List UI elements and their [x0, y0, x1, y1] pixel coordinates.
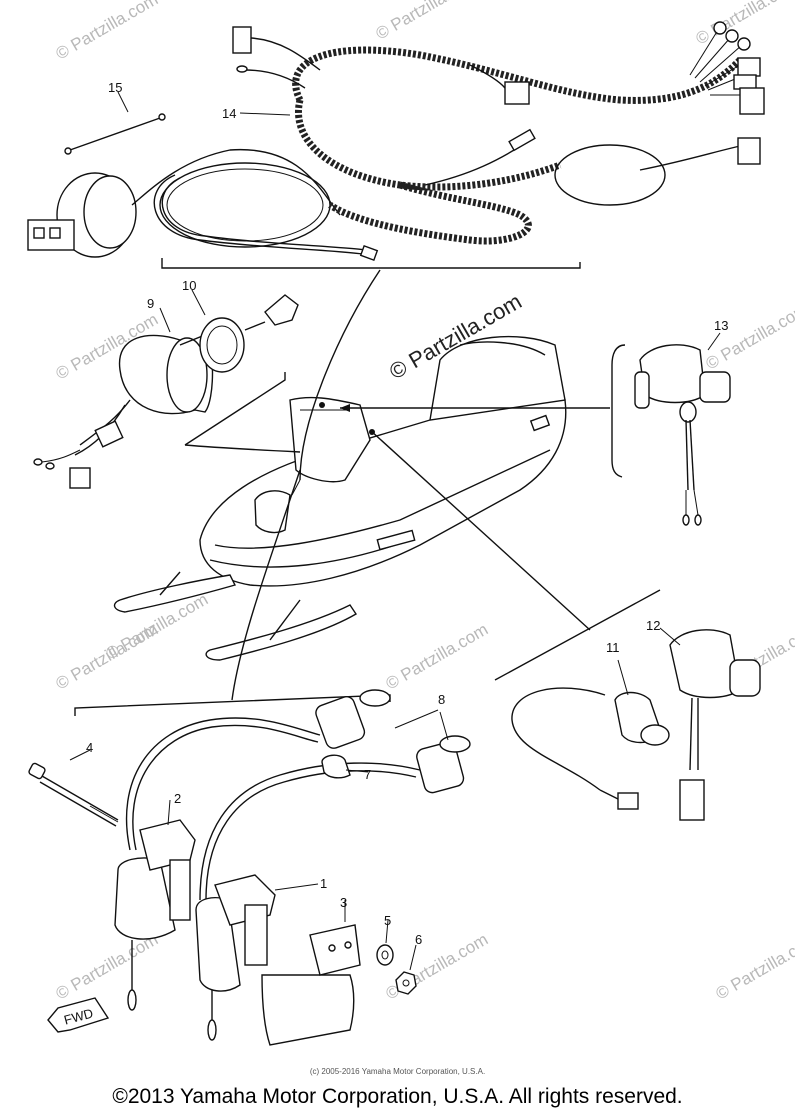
group-bracket	[184, 372, 286, 446]
watermark: © Partzilla.com	[53, 930, 162, 1004]
part-10-key-switch	[191, 289, 299, 373]
watermark: © Partzilla.com	[383, 620, 492, 694]
callout-13: 13	[714, 318, 728, 333]
callout-10: 10	[182, 278, 196, 293]
part-12-handlebar-switch	[494, 589, 761, 821]
part-3-bracket	[261, 900, 361, 1046]
copyright-notice: ©2013 Yamaha Motor Corporation, U.S.A. A…	[112, 1085, 683, 1108]
fine-print: (c) 2005-2016 Yamaha Motor Corporation, …	[309, 1067, 486, 1076]
callout-4: 4	[86, 740, 93, 755]
callout-7: 7	[364, 767, 371, 782]
callout-14: 14	[222, 106, 236, 121]
part-15-lead-wire	[64, 91, 166, 155]
fwd-direction-tag: FWD	[47, 997, 110, 1033]
watermark: © Partzilla.com	[373, 0, 482, 43]
part-14-wire-harness	[232, 21, 765, 245]
callout-11: 11	[606, 640, 620, 655]
part-5-washer	[376, 919, 394, 966]
callout-8: 8	[438, 692, 445, 707]
part-8-plug-caps	[394, 709, 449, 741]
callout-3: 3	[340, 895, 347, 910]
ignition-coil-icon	[114, 689, 471, 1041]
part-6-nut	[395, 944, 417, 995]
callout-9: 9	[147, 296, 154, 311]
group-bracket	[161, 258, 581, 269]
part-7-cap	[321, 754, 369, 779]
watermark: © Partzilla.com	[53, 0, 162, 63]
callout-6: 6	[415, 932, 422, 947]
part-4-bolt	[28, 749, 119, 827]
part-9-meter	[33, 307, 214, 489]
watermark: © Partzilla.com	[713, 930, 795, 1004]
callout-2: 2	[174, 791, 181, 806]
callout-15: 15	[108, 80, 122, 95]
part-13-switch	[611, 332, 731, 526]
headlight-switch-assembly	[27, 149, 379, 261]
callouts: 1 2 3 4 5 6 7 8 9 10 11 12 13 14 15	[86, 80, 728, 947]
part-11-switch	[511, 659, 670, 810]
callout-1: 1	[320, 876, 327, 891]
snowmobile-icon	[113, 269, 610, 701]
callout-5: 5	[384, 913, 391, 928]
watermark: © Partzilla.com	[383, 930, 492, 1004]
fwd-label: FWD	[62, 1005, 94, 1027]
watermark: © Partzilla.com	[703, 300, 795, 374]
callout-12: 12	[646, 618, 660, 633]
